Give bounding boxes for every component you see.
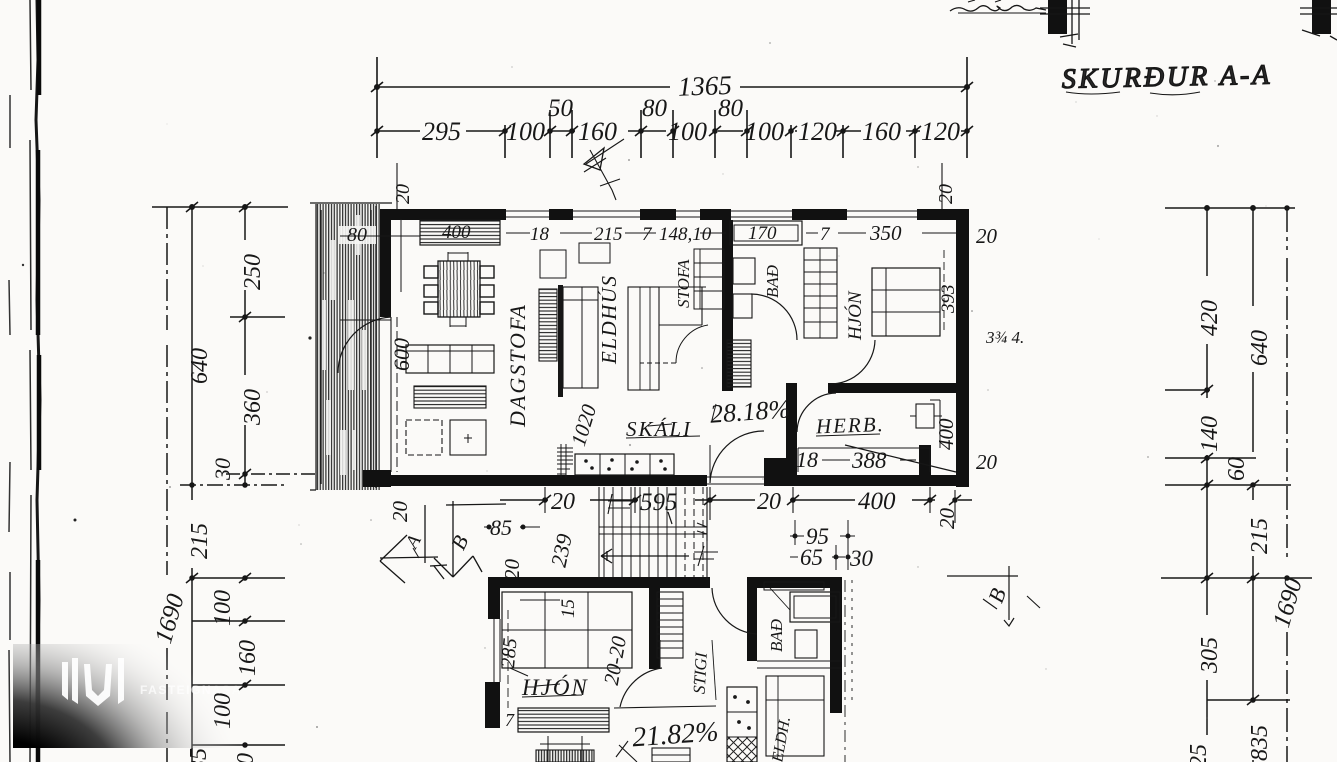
svg-text:20: 20 xyxy=(757,489,781,515)
svg-text:1690: 1690 xyxy=(1268,575,1308,631)
svg-text:ELDHÚS: ELDHÚS xyxy=(597,274,621,365)
svg-text:20: 20 xyxy=(935,508,959,530)
svg-text:20: 20 xyxy=(388,501,412,523)
svg-text:7: 7 xyxy=(642,224,653,245)
svg-text:HJÓN: HJÓN xyxy=(844,290,866,341)
svg-text:1365: 1365 xyxy=(677,70,732,102)
svg-text:18: 18 xyxy=(796,447,818,472)
svg-text:835: 835 xyxy=(1247,725,1273,761)
svg-text:20-20: 20-20 xyxy=(599,634,631,687)
svg-text:30: 30 xyxy=(849,546,874,571)
svg-text:360: 360 xyxy=(240,389,266,426)
svg-text:148,10: 148,10 xyxy=(659,224,712,245)
svg-text:20: 20 xyxy=(935,184,957,204)
svg-text:STOFA: STOFA xyxy=(674,259,693,308)
svg-text:18: 18 xyxy=(530,224,550,245)
svg-text:120: 120 xyxy=(921,117,960,146)
svg-text:140: 140 xyxy=(1197,416,1223,452)
svg-text:400: 400 xyxy=(442,222,471,243)
svg-text:BAÐ: BAÐ xyxy=(767,618,786,652)
svg-text:239: 239 xyxy=(546,532,577,569)
svg-text:305: 305 xyxy=(1197,637,1223,674)
svg-text:160: 160 xyxy=(578,117,617,146)
svg-text:100: 100 xyxy=(506,117,545,146)
svg-text:400: 400 xyxy=(858,488,896,515)
svg-text:295: 295 xyxy=(422,117,461,146)
svg-text:20: 20 xyxy=(976,450,998,474)
svg-text:7: 7 xyxy=(820,224,831,245)
svg-text:20: 20 xyxy=(976,224,998,248)
svg-text:BAÐ: BAÐ xyxy=(763,264,782,298)
svg-text:20: 20 xyxy=(551,489,575,515)
svg-text:28.18%: 28.18% xyxy=(709,394,791,429)
svg-text:250: 250 xyxy=(240,254,266,290)
svg-text:215: 215 xyxy=(594,224,623,245)
svg-text:215: 215 xyxy=(1247,518,1273,554)
svg-text:100: 100 xyxy=(210,590,236,626)
svg-text:600: 600 xyxy=(389,338,414,371)
svg-text:25: 25 xyxy=(1186,744,1212,762)
svg-text:170: 170 xyxy=(748,223,777,244)
svg-text:3¾ 4.: 3¾ 4. xyxy=(985,328,1024,347)
svg-text:595: 595 xyxy=(640,489,678,516)
svg-text:350: 350 xyxy=(869,221,902,245)
svg-text:STIGI: STIGI xyxy=(690,651,711,695)
svg-text:160: 160 xyxy=(862,117,901,146)
svg-text:393: 393 xyxy=(938,285,959,315)
svg-text:65: 65 xyxy=(800,545,823,570)
svg-text:DAGSTOFA: DAGSTOFA xyxy=(505,303,530,428)
svg-text:85: 85 xyxy=(490,515,512,540)
svg-text:285: 285 xyxy=(497,637,522,669)
svg-text:A: A xyxy=(401,531,426,554)
svg-text:400: 400 xyxy=(934,418,958,450)
svg-text:100: 100 xyxy=(745,117,784,146)
svg-text:640: 640 xyxy=(1247,330,1273,366)
svg-text:35: 35 xyxy=(186,748,212,762)
svg-text:7: 7 xyxy=(505,710,515,730)
svg-text:80: 80 xyxy=(642,95,668,122)
svg-text:30: 30 xyxy=(233,753,259,762)
svg-text:FASTEIGNASA: FASTEIGNASA xyxy=(140,683,242,697)
svg-text:80: 80 xyxy=(718,95,744,122)
svg-text:1020: 1020 xyxy=(566,401,601,449)
svg-text:20: 20 xyxy=(500,559,524,581)
svg-text:20: 20 xyxy=(392,184,414,204)
svg-text:95: 95 xyxy=(806,524,829,549)
svg-text:420: 420 xyxy=(1197,300,1223,336)
svg-text:21.82%: 21.82% xyxy=(631,716,719,753)
svg-text:50: 50 xyxy=(548,95,574,122)
svg-text:60: 60 xyxy=(1224,457,1250,481)
svg-text:120: 120 xyxy=(798,117,837,146)
svg-text:215: 215 xyxy=(187,523,213,559)
svg-text:15: 15 xyxy=(558,599,579,618)
svg-text:SKURÐUR A-A: SKURÐUR A-A xyxy=(1061,60,1272,95)
svg-text:388: 388 xyxy=(851,448,887,473)
svg-text:30: 30 xyxy=(210,458,235,481)
svg-text:80: 80 xyxy=(347,224,367,246)
svg-text:B: B xyxy=(983,585,1011,606)
svg-text:B: B xyxy=(446,531,473,553)
svg-text:640: 640 xyxy=(187,348,213,384)
svg-text:1690: 1690 xyxy=(150,591,190,647)
svg-text:ELDH.: ELDH. xyxy=(769,715,794,762)
